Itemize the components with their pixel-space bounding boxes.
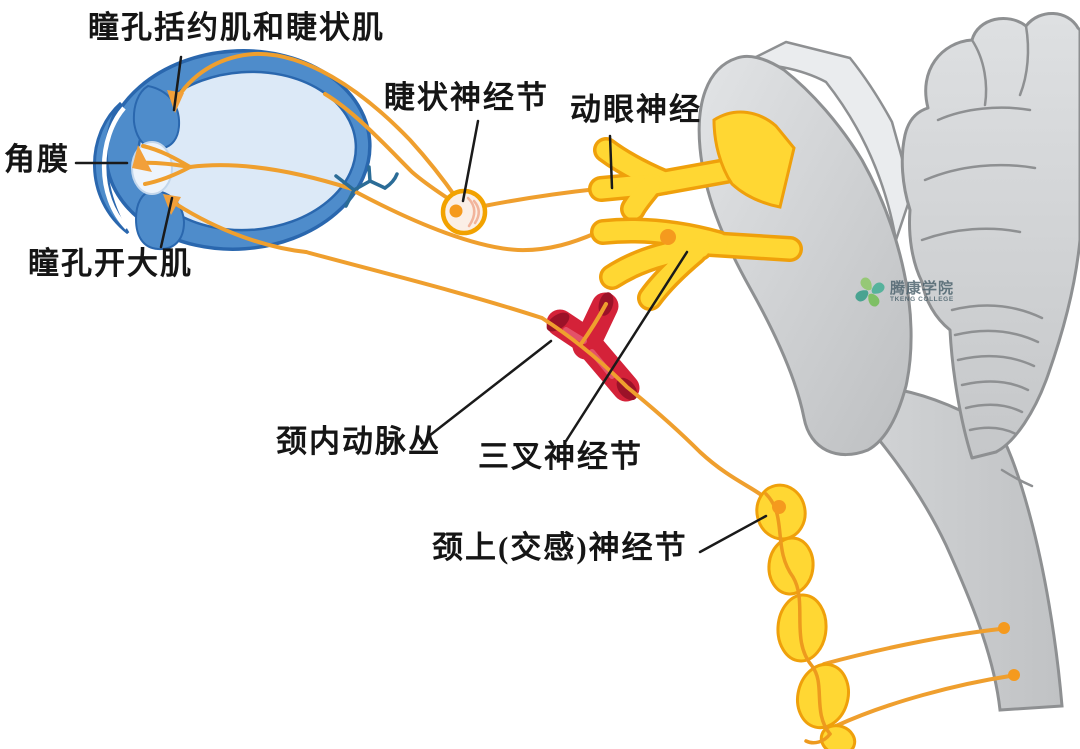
scg-cell [772,500,786,514]
label-sphincter-ciliary-muscle: 瞳孔括约肌和睫状肌 [88,10,385,45]
leader-sphincter [172,55,183,112]
label-internal-carotid-plexus: 颈内动脉丛 [276,424,441,459]
leader-lines [74,55,768,554]
leader-carotid-plexus [427,339,553,438]
ramus-upper [822,627,1002,666]
fiber-fan-branch [143,165,192,186]
cerebellum-lobe-lines [920,24,1044,488]
label-cornea: 角膜 [4,142,70,177]
label-dilator-pupillae: 瞳孔开大肌 [28,246,193,281]
fiber-nasociliary [354,190,598,253]
watermark: 腾康学院 TKENG COLLEGE [854,276,954,308]
cord-entry-dot [1008,669,1020,681]
watermark-english-name: TKENG COLLEGE [890,295,954,303]
ramus-lower [834,674,1012,728]
college-logo-icon [855,277,885,307]
leader-scg [698,514,768,554]
dilator-terminal [163,194,181,215]
watermark-chinese-name: 腾康学院 [890,279,955,297]
label-superior-cervical-ganglion: 颈上(交感)神经节 [432,530,688,565]
cornea-separation [101,106,129,230]
label-ciliary-ganglion: 睫状神经节 [384,80,549,115]
ciliary-ganglion-cell [449,204,463,218]
fiber-carotid-plexus-branch [579,302,608,346]
fiber-sympathetic-main [304,250,766,499]
leader-oculomotor [608,134,614,190]
sympathetic-trunk [755,483,1020,749]
fiber-parasympathetic-arc [176,51,459,201]
fiber-ganglion-to-oculomotor [482,187,599,208]
leader-dilator [159,196,174,249]
leader-ciliary-ganglion [461,119,480,203]
cord-entry-dot [998,622,1010,634]
fiber-short-ciliary [323,92,458,206]
fiber-dilator-intraocular [174,202,308,254]
watermark-text: 腾康学院 TKENG COLLEGE [890,281,954,304]
oculomotor-root-flare [712,110,796,209]
leader-trigeminal [564,250,689,443]
label-oculomotor-nerve: 动眼神经 [570,92,702,127]
autonomic-nerve-fibers [136,51,766,499]
chain-internal-fiber [764,492,832,736]
cerebellum [900,12,1080,488]
label-trigeminal-ganglion: 三叉神经节 [478,439,643,474]
trigeminal-ganglion-cell [660,229,676,245]
trigeminal-nerve-shape [590,217,803,311]
posterior-ciliary-nerves [334,165,399,208]
fiber-intraocular-trunk [188,163,354,191]
oculomotor-nerve-shape [588,110,796,222]
ciliary-terminal [132,145,152,172]
